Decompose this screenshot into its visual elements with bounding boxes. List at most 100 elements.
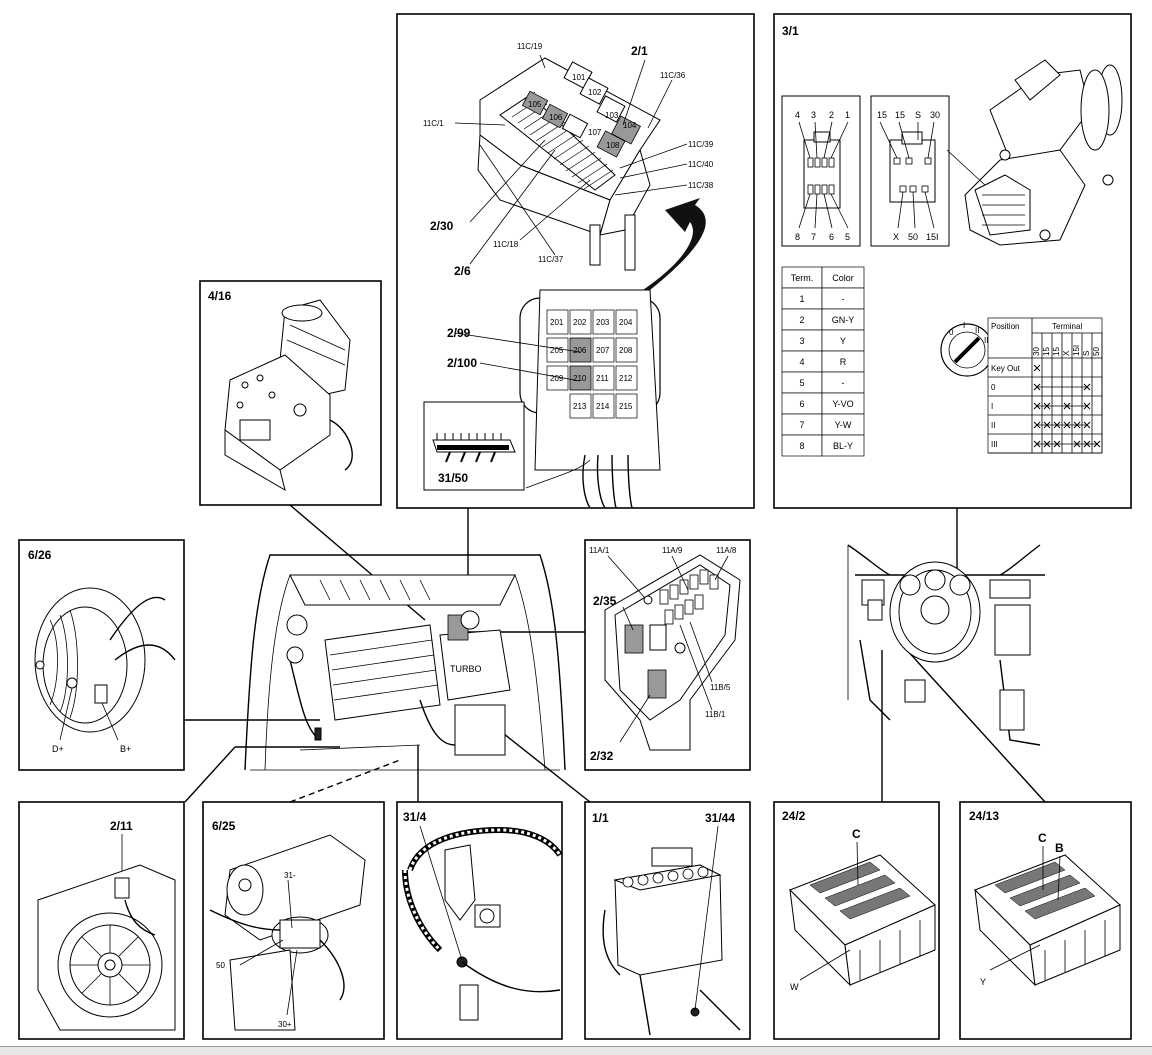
relay-number-215: 215 <box>619 402 633 411</box>
label-2-1: 2/1 <box>631 44 648 58</box>
fuse-103: 103 <box>605 111 619 120</box>
label-y: Y <box>980 977 986 987</box>
relay-slot-202 <box>569 309 592 335</box>
connection-mark <box>1043 421 1051 429</box>
battery-drawing <box>602 847 741 1036</box>
fuse-106: 106 <box>549 113 563 122</box>
panel-engine-fusebox: 11A/1 11A/9 11A/8 2/35 11B/5 11B/1 2/32 <box>584 539 751 771</box>
pin-15b: 15 <box>895 110 905 120</box>
panel-fan: 2/11 <box>18 801 185 1040</box>
term-table-value: 4 <box>799 357 804 367</box>
term-table-value: - <box>842 378 845 388</box>
label-4-16: 4/16 <box>208 289 232 303</box>
fuse-numbers: 101 102 103 104 105 106 107 108 <box>528 73 637 150</box>
ignition-connector-left: 4 3 2 1 8 7 6 5 <box>781 95 861 247</box>
fuse-104: 104 <box>623 121 637 130</box>
label-30-plus: 30+ <box>278 1020 292 1029</box>
terminal-col-header: S <box>1082 351 1091 356</box>
relay-number-213: 213 <box>573 402 587 411</box>
label-2-35: 2/35 <box>593 594 617 608</box>
label-11c-36: 11C/36 <box>660 71 686 80</box>
key-position-icon: 0 I II III <box>940 321 994 377</box>
label-11c-37: 11C/37 <box>538 255 564 264</box>
ignition-switch-drawing <box>946 59 1123 246</box>
label-11c-18: 11C/18 <box>493 240 519 249</box>
relay-number-209: 209 <box>550 374 564 383</box>
relay-slot-209 <box>546 365 569 391</box>
connection-mark <box>1033 440 1041 448</box>
pin-30: 30 <box>930 110 940 120</box>
pin-7: 7 <box>811 232 816 242</box>
label-d-plus: D+ <box>52 744 64 754</box>
connection-mark <box>1033 421 1041 429</box>
label-3-1: 3/1 <box>782 24 799 38</box>
label-11b-1: 11B/1 <box>705 710 726 719</box>
label-2-11: 2/11 <box>110 819 133 833</box>
terminal-header: Terminal <box>1052 322 1082 331</box>
label-2-32: 2/32 <box>590 749 614 763</box>
relay-number-205: 205 <box>550 346 564 355</box>
label-6-26: 6/26 <box>28 548 52 562</box>
panel-ignition: 3/1 4 3 2 1 8 7 6 5 <box>773 13 1132 509</box>
label-2-100: 2/100 <box>447 356 477 370</box>
term-table-value: 7 <box>799 420 804 430</box>
label-2-6: 2/6 <box>454 264 471 278</box>
position-row-label: I <box>991 402 993 411</box>
position-row-label: 0 <box>991 383 996 392</box>
relay-slot-212 <box>615 365 638 391</box>
ground-point-drawing <box>402 826 563 1021</box>
engine-bay-drawing: TURBO <box>244 554 566 771</box>
position-header: Position <box>991 322 1019 331</box>
terminal-col-header: 15I <box>1072 345 1081 356</box>
fuse-102: 102 <box>588 88 602 97</box>
label-11a-9: 11A/9 <box>662 546 683 555</box>
relay-number-204: 204 <box>619 318 633 327</box>
panel-connector-24-13: 24/13 C B Y <box>959 801 1132 1040</box>
connection-mark <box>1033 383 1041 391</box>
relay-number-202: 202 <box>573 318 587 327</box>
label-11a-1: 11A/1 <box>589 546 610 555</box>
terminal-col-header: 15 <box>1052 347 1061 356</box>
pin-50: 50 <box>908 232 918 242</box>
fuse-107: 107 <box>588 128 602 137</box>
label-24-13: 24/13 <box>969 809 999 823</box>
panel-fusebox-relay: 101 102 103 104 105 106 107 108 <box>396 13 755 509</box>
relay-slot-207 <box>592 337 615 363</box>
term-table-value: Y-W <box>835 420 852 430</box>
term-table-value: GN-Y <box>832 315 855 325</box>
terminal-col-header: 50 <box>1092 347 1101 356</box>
term-table-value: 3 <box>799 336 804 346</box>
term-table-value: 6 <box>799 399 804 409</box>
connection-mark <box>1073 421 1081 429</box>
label-2-30: 2/30 <box>430 219 454 233</box>
relay-number-212: 212 <box>619 374 633 383</box>
position-table-frame <box>987 317 1103 454</box>
term-table-value: BL-Y <box>833 441 853 451</box>
abs-modulator-drawing <box>224 299 353 492</box>
pin-x: X <box>893 232 899 242</box>
connection-mark <box>1093 440 1101 448</box>
position-row-label: III <box>991 440 998 449</box>
connection-mark <box>1073 440 1081 448</box>
pin-5: 5 <box>845 232 850 242</box>
label-11c-38: 11C/38 <box>688 181 714 190</box>
term-table-value: - <box>842 294 845 304</box>
panel-abs: 4/16 <box>199 280 382 506</box>
label-c-13: C <box>1038 831 1047 845</box>
connection-mark <box>1083 402 1091 410</box>
panel-battery: 1/1 31/44 <box>584 801 751 1040</box>
pin-1: 1 <box>845 110 850 120</box>
fusebox-drawing: 101 102 103 104 105 106 107 108 <box>477 57 661 271</box>
relay-number-211: 211 <box>596 374 609 383</box>
label-11c-39: 11C/39 <box>688 140 714 149</box>
label-11c-1: 11C/1 <box>423 119 444 128</box>
terminal-col-header: 15 <box>1042 347 1051 356</box>
label-b: B <box>1055 841 1064 855</box>
label-31-4: 31/4 <box>403 810 427 824</box>
relay-slot-211 <box>592 365 615 391</box>
term-table-header: Term. <box>791 273 814 283</box>
relay-number-208: 208 <box>619 346 633 355</box>
relay-slot-204 <box>615 309 638 335</box>
turbo-text: TURBO <box>450 664 482 674</box>
